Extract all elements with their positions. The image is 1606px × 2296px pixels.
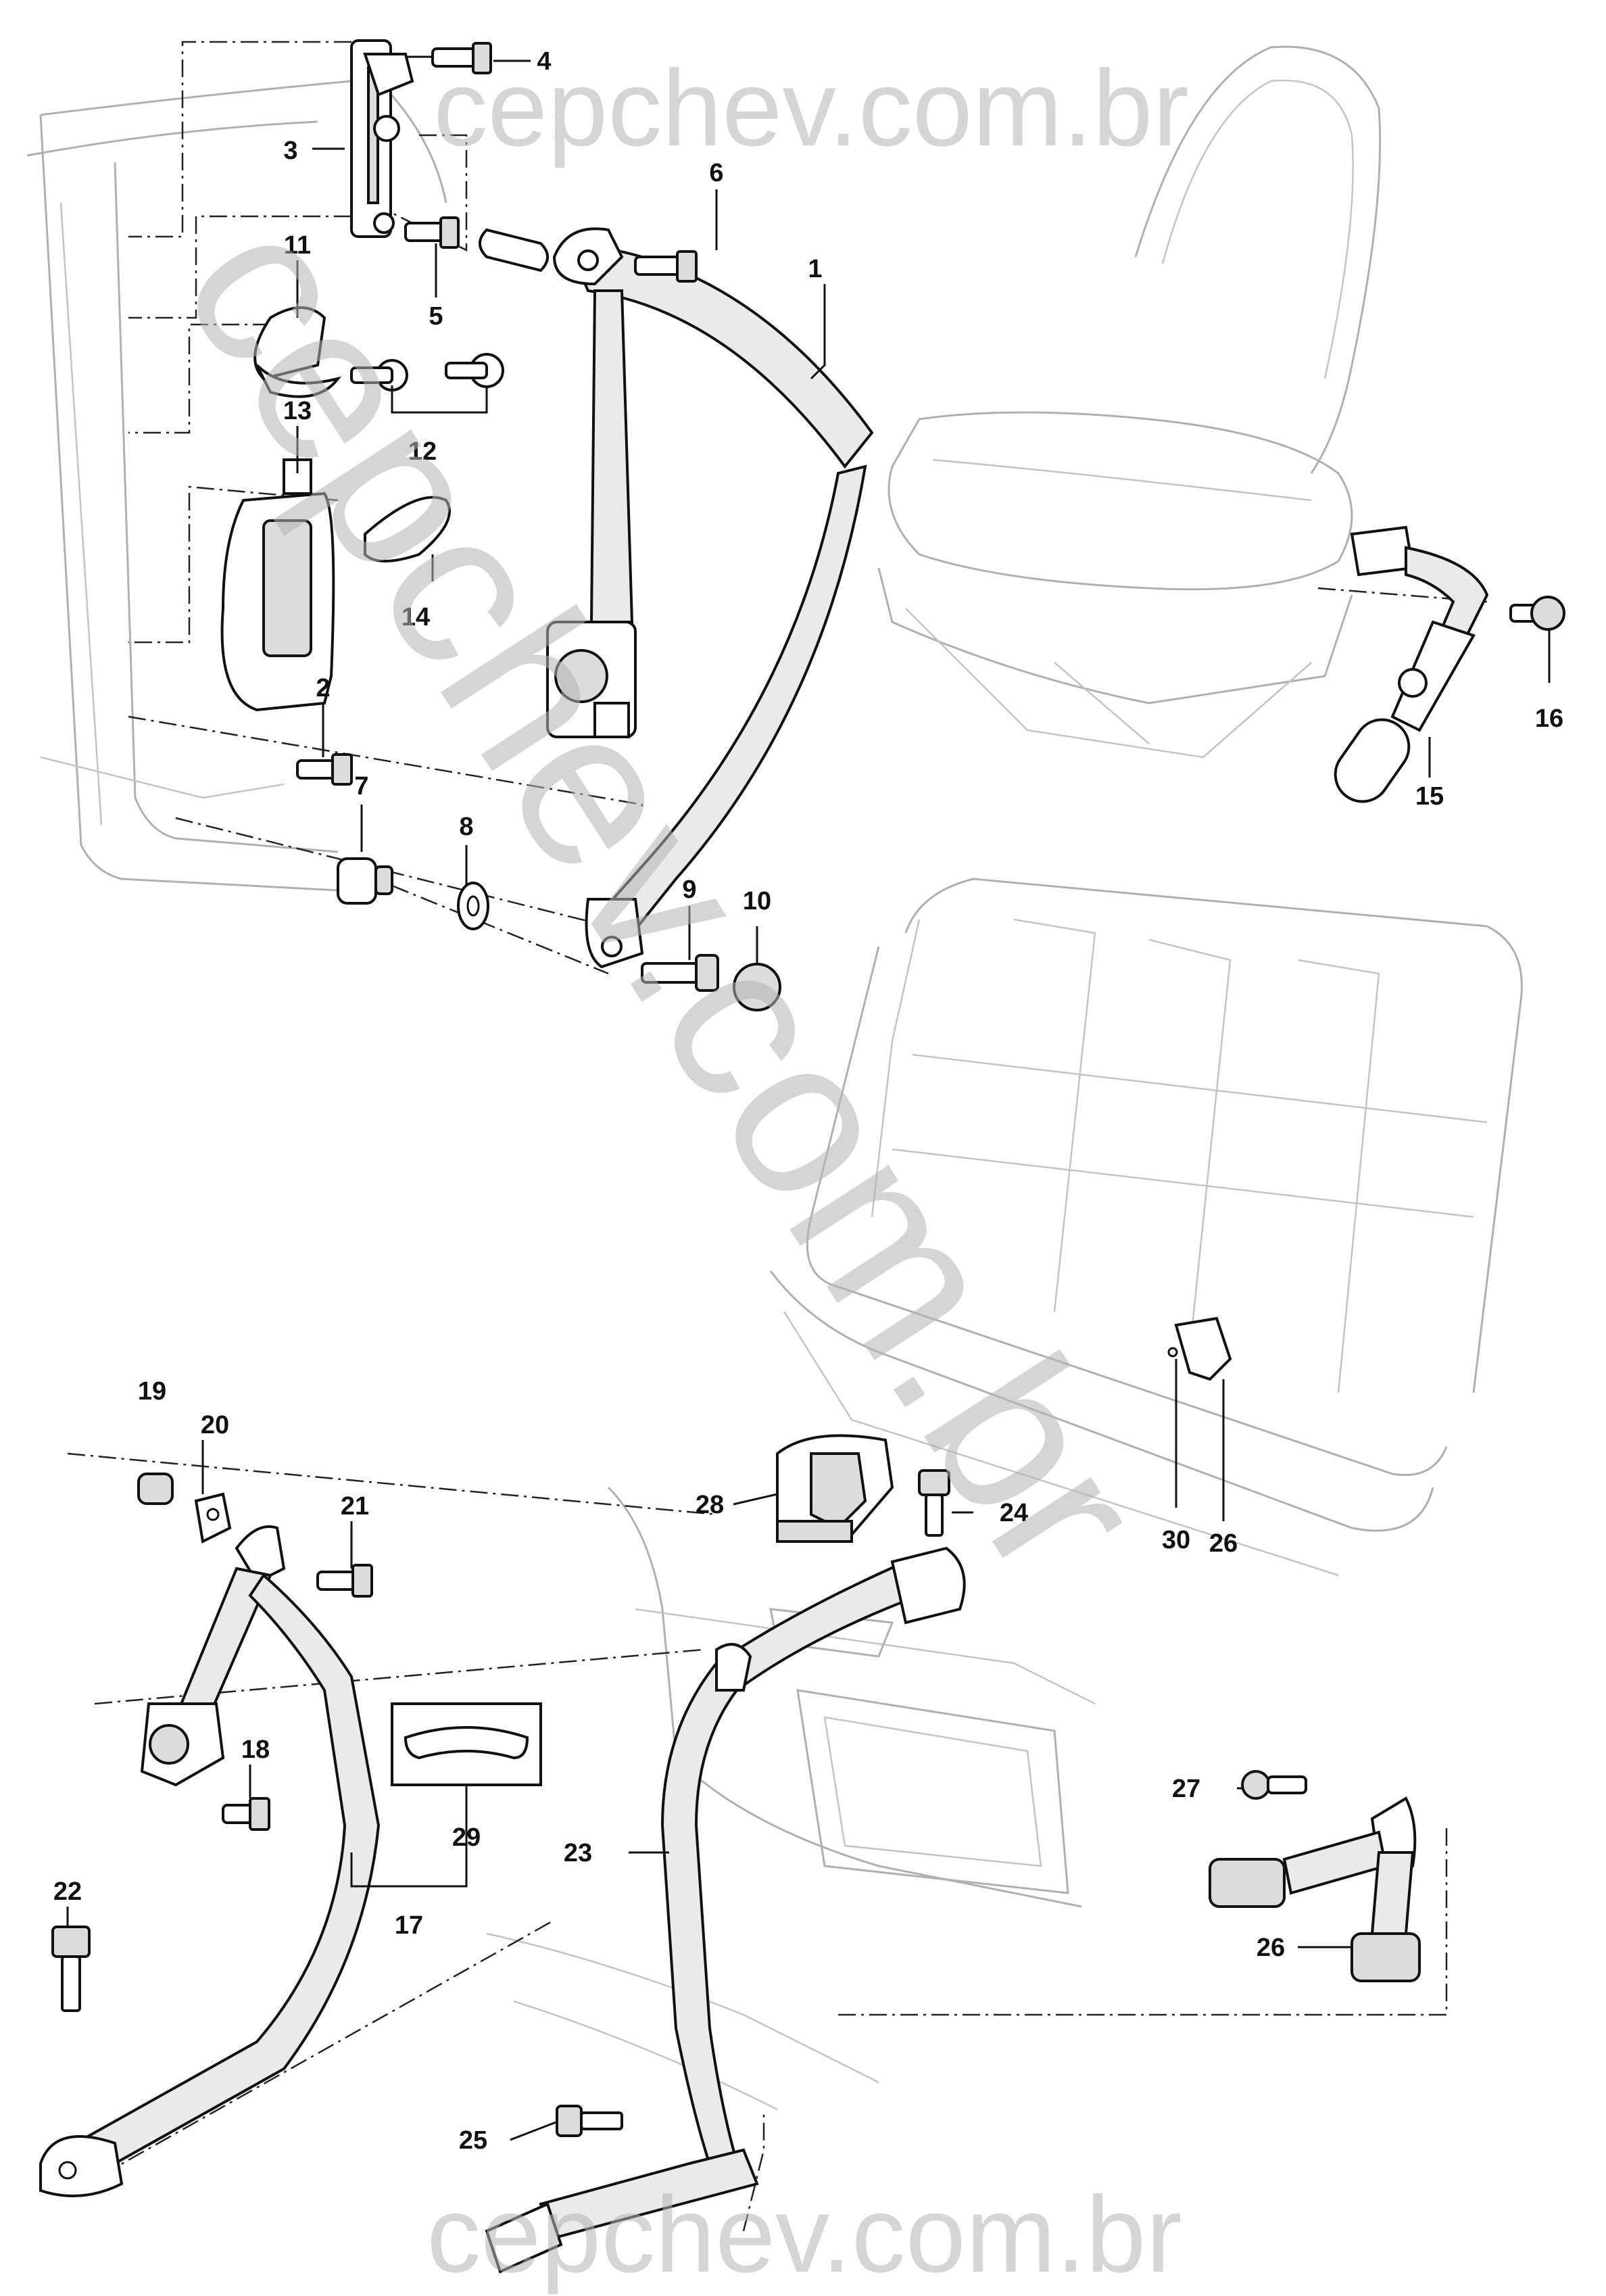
callout-7: 7 <box>354 772 368 800</box>
callout-26-center: 26 <box>1209 1529 1238 1558</box>
part-18-bolt <box>222 1797 270 1831</box>
part-19-plug <box>137 1473 174 1505</box>
part-8-washer <box>457 882 489 930</box>
callout-9: 9 <box>682 876 696 904</box>
callout-10: 10 <box>743 887 771 915</box>
callout-2: 2 <box>316 674 330 702</box>
part-belt-anchor-lower <box>585 898 644 969</box>
part-1-retractor <box>546 621 637 738</box>
callout-14: 14 <box>402 603 430 631</box>
part-5-bolt <box>404 216 460 249</box>
part-4-bolt <box>406 42 492 74</box>
leader-lines <box>66 59 1551 2141</box>
part-3-height-adjuster <box>350 39 414 238</box>
watermark-diagonal: cepchev.com.br <box>135 174 1194 1617</box>
part-27-bolt <box>1241 1770 1307 1800</box>
callout-8: 8 <box>459 813 473 841</box>
part-26-rear-buckles <box>1209 1796 1421 1982</box>
part-14-trim-cover <box>364 496 451 563</box>
callout-13: 13 <box>283 397 312 425</box>
part-10-cap <box>733 963 781 1011</box>
watermark-bottom: cepchev.com.br <box>427 2174 1182 2295</box>
callout-21: 21 <box>341 1492 369 1521</box>
part-12-bolts <box>350 353 504 391</box>
callout-25: 25 <box>459 2126 487 2155</box>
callout-3: 3 <box>283 137 297 165</box>
callout-18: 18 <box>241 1736 270 1764</box>
part-15-buckle <box>1334 525 1489 803</box>
part-26-center-buckle <box>1167 1316 1232 1381</box>
part-24-bolt <box>918 1469 950 1537</box>
callout-12: 12 <box>408 437 437 466</box>
callout-24: 24 <box>1000 1499 1028 1527</box>
part-7-spacer <box>337 857 393 905</box>
part-9-bolt <box>641 954 719 992</box>
part-25-bolt <box>556 2105 623 2137</box>
part-28-cover <box>776 1434 894 1543</box>
watermark-top: cepchev.com.br <box>433 47 1189 168</box>
callout-6: 6 <box>709 159 723 187</box>
callout-16: 16 <box>1535 704 1563 733</box>
callout-1: 1 <box>808 255 822 283</box>
callout-29: 29 <box>452 1823 481 1852</box>
callout-4: 4 <box>537 47 551 76</box>
part-20-spacer <box>194 1492 232 1544</box>
part-13-pillar-trim <box>220 458 335 712</box>
callout-11: 11 <box>284 231 311 260</box>
callout-28: 28 <box>696 1491 724 1519</box>
callout-5: 5 <box>429 302 443 331</box>
ghost-door-frame <box>26 80 447 894</box>
part-17-rear-belt-left <box>39 1525 381 2197</box>
ghost-front-seat <box>877 45 1382 759</box>
callout-26-rear: 26 <box>1257 1934 1285 1962</box>
part-6-bolt <box>634 250 698 283</box>
callout-23: 23 <box>564 1839 592 1867</box>
callout-15: 15 <box>1415 782 1444 811</box>
part-29-guide-detail <box>391 1702 542 1786</box>
part-2-bolt <box>296 753 353 786</box>
callouts: 1 2 3 4 5 6 7 8 9 10 11 12 13 14 15 16 1… <box>53 47 1563 2155</box>
ghost-rear-bench <box>769 878 1523 1577</box>
callout-30: 30 <box>1162 1526 1190 1554</box>
part-21-bolt <box>316 1564 373 1598</box>
callout-27: 27 <box>1172 1775 1200 1803</box>
part-22-bolt <box>51 1926 91 2012</box>
part-23-rear-belt-right <box>485 1546 966 2274</box>
part-adjuster-sleeve <box>479 228 549 272</box>
callout-22: 22 <box>53 1878 82 1906</box>
callout-17: 17 <box>395 1911 423 1940</box>
part-11-guide-bracket <box>253 306 341 398</box>
callout-19: 19 <box>138 1377 166 1406</box>
part-16-bolt <box>1509 596 1565 631</box>
callout-20: 20 <box>201 1411 229 1439</box>
